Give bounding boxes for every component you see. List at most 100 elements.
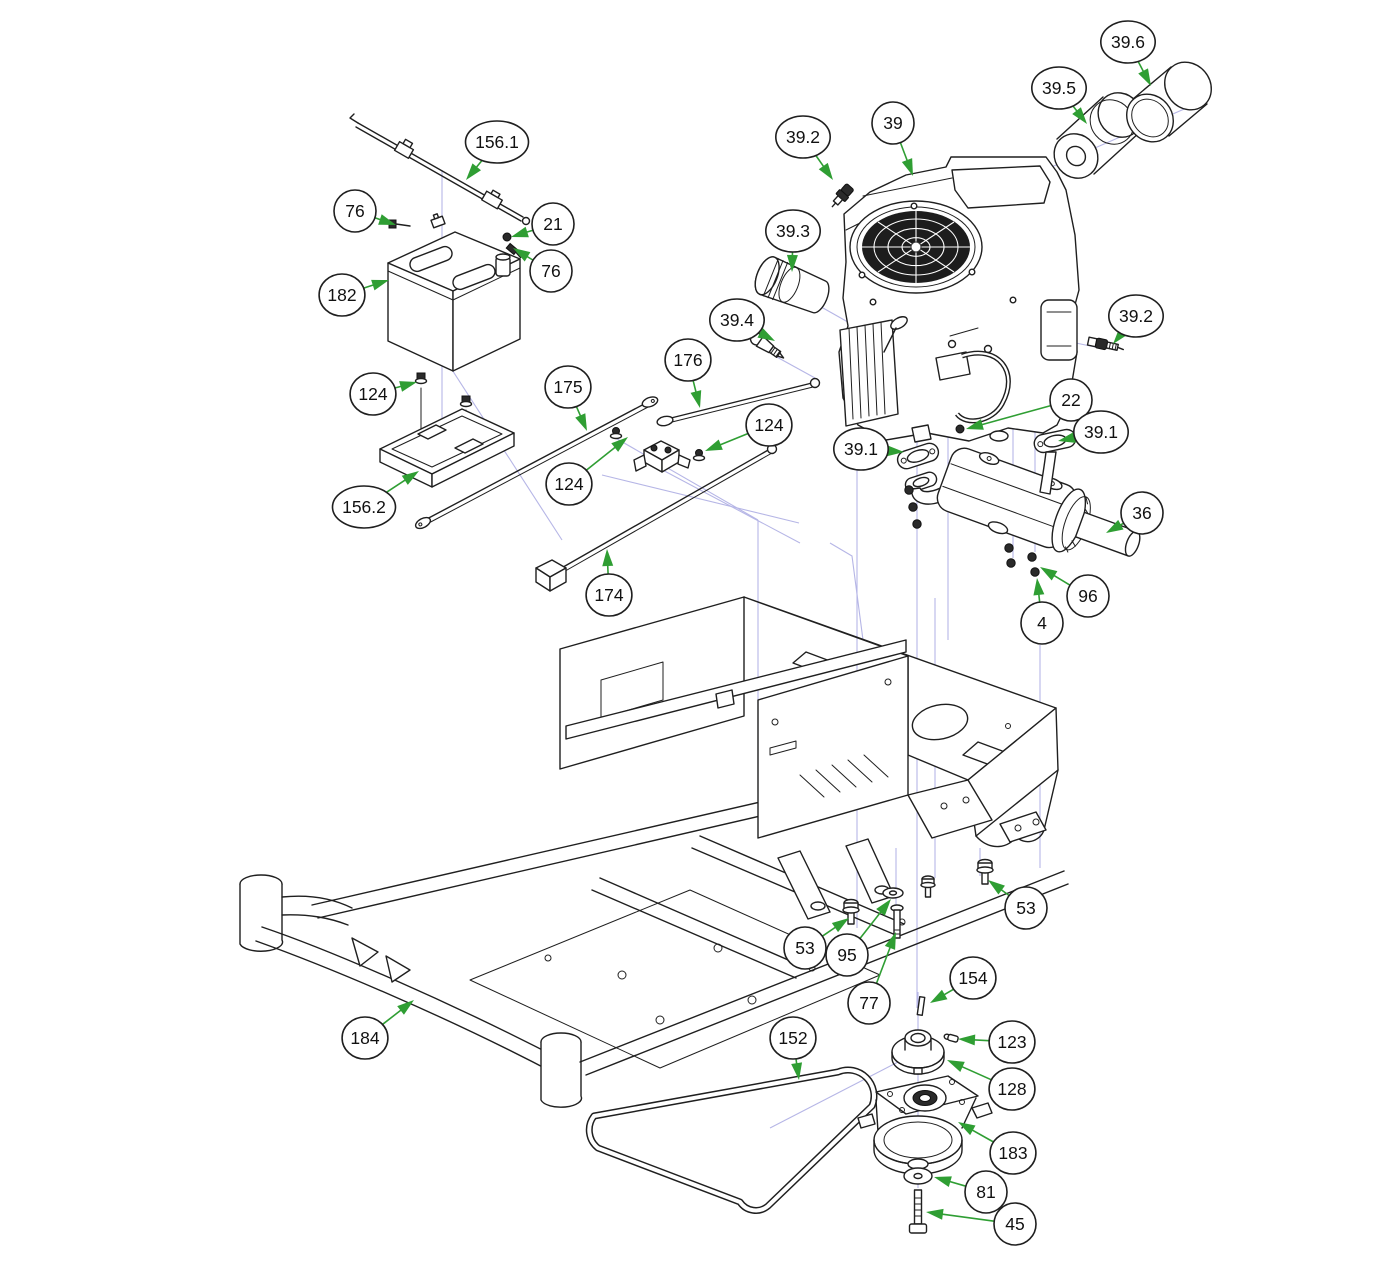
callout-123: 123 — [958, 1020, 1036, 1064]
callout-21: 21 — [511, 202, 575, 246]
callout-39.1: 39.1 — [832, 427, 904, 471]
callout-label-0: 156.1 — [475, 132, 519, 152]
callout-77: 77 — [847, 932, 896, 1025]
bolt-45 — [908, 1189, 928, 1234]
deck-washer-95 — [882, 887, 904, 899]
callout-76: 76 — [333, 189, 396, 233]
callout-39.4: 39.4 — [708, 298, 775, 342]
callout-39.2: 39.2 — [1108, 294, 1165, 344]
spark-plug-right — [1086, 336, 1125, 351]
deck-bolt-53-right — [976, 858, 994, 885]
callout-label-17: 22 — [1061, 390, 1080, 410]
air-filter-cover-part — [1126, 61, 1212, 143]
callout-label-36: 152 — [778, 1028, 807, 1048]
callout-label-10: 39.4 — [720, 310, 754, 330]
callout-label-14: 124 — [358, 384, 387, 404]
callout-label-13: 175 — [553, 377, 582, 397]
fuel-solenoid-part — [749, 332, 785, 359]
exhaust-port-right — [989, 430, 1009, 442]
battery-clip — [430, 213, 446, 229]
callout-39.3: 39.3 — [764, 209, 821, 272]
bolt-22 — [955, 424, 965, 434]
callout-label-28: 77 — [859, 993, 878, 1013]
oil-filter-part — [754, 256, 830, 314]
callout-53: 53 — [988, 880, 1048, 930]
battery-cable-176 — [656, 377, 821, 427]
exhaust-elbow-flange — [904, 471, 938, 493]
tray-bolt-2 — [459, 395, 473, 408]
callout-label-16: 124 — [554, 474, 583, 494]
exhaust-gasket-right — [1033, 428, 1077, 454]
dipstick — [890, 316, 908, 330]
callout-174: 174 — [585, 549, 633, 617]
callout-152: 152 — [769, 1016, 817, 1080]
callout-39: 39 — [871, 101, 915, 176]
callout-label-3: 76 — [541, 261, 560, 281]
callout-156.2: 156.2 — [331, 471, 419, 529]
muffler-nuts — [904, 485, 1040, 577]
callout-39.1: 39.1 — [1058, 410, 1130, 454]
callout-label-32: 128 — [997, 1079, 1026, 1099]
callout-124: 124 — [545, 437, 628, 506]
callout-label-30: 154 — [958, 968, 987, 988]
washer-81 — [903, 1167, 933, 1185]
callout-39.5: 39.5 — [1031, 66, 1088, 124]
clutch-183 — [857, 1075, 993, 1175]
callout-175: 175 — [544, 365, 592, 431]
callout-label-8: 39.6 — [1111, 32, 1145, 52]
exhaust-port-left — [911, 424, 932, 443]
battery-part — [387, 213, 522, 372]
callout-label-18: 39.1 — [844, 439, 878, 459]
starter-cover — [1040, 299, 1078, 361]
callout-label-20: 36 — [1132, 503, 1151, 523]
callout-184: 184 — [341, 1000, 414, 1060]
callout-label-33: 183 — [998, 1143, 1027, 1163]
carburetor — [935, 351, 971, 381]
callout-176: 176 — [664, 338, 712, 408]
callout-124: 124 — [349, 372, 417, 416]
callout-4: 4 — [1020, 578, 1064, 645]
deck-cross-bar — [565, 639, 907, 740]
spark-plug-left — [831, 183, 854, 208]
callout-label-25: 184 — [350, 1028, 379, 1048]
shaft-key-154 — [916, 996, 926, 1016]
callout-label-35: 45 — [1005, 1214, 1024, 1234]
solenoid-bolt-124-right — [692, 449, 706, 462]
callout-45: 45 — [926, 1202, 1037, 1246]
inlet-pipe-right — [1039, 451, 1057, 495]
bolt-123 — [943, 1033, 959, 1043]
callout-22: 22 — [966, 378, 1093, 430]
callout-label-19: 39.1 — [1084, 422, 1118, 442]
callout-95: 95 — [825, 899, 891, 977]
callout-label-21: 96 — [1078, 586, 1097, 606]
callout-182: 182 — [318, 273, 389, 317]
callout-label-23: 156.2 — [342, 497, 386, 517]
battery-bolt-right — [505, 242, 522, 259]
callout-label-11: 39.2 — [1119, 306, 1153, 326]
drive-belt-part — [585, 1066, 878, 1214]
deck-bolt-53-mid — [920, 875, 936, 898]
callout-label-1: 76 — [345, 201, 364, 221]
callout-label-29: 53 — [1016, 898, 1035, 918]
callout-154: 154 — [930, 956, 997, 1003]
callout-label-15: 124 — [754, 415, 783, 435]
harness-cable-174 — [535, 443, 778, 592]
muffler-part — [936, 447, 1141, 557]
callout-53: 53 — [783, 918, 849, 970]
callout-96: 96 — [1040, 567, 1110, 618]
deck-left-wall — [559, 596, 745, 770]
deck-bolt-53-left — [842, 898, 860, 925]
cooling-fins — [839, 319, 899, 427]
callout-156.1: 156.1 — [464, 120, 530, 180]
callout-label-31: 123 — [997, 1032, 1026, 1052]
nut-4 — [1030, 567, 1040, 577]
nut-96 — [1027, 552, 1037, 562]
battery-rod-part — [349, 113, 531, 226]
exhaust-gasket-left — [896, 442, 940, 470]
callout-label-6: 39 — [883, 113, 902, 133]
callout-label-2: 21 — [543, 214, 562, 234]
callout-76: 76 — [513, 248, 573, 293]
battery-tray-part — [379, 372, 515, 488]
starter-solenoid-part — [633, 440, 691, 473]
